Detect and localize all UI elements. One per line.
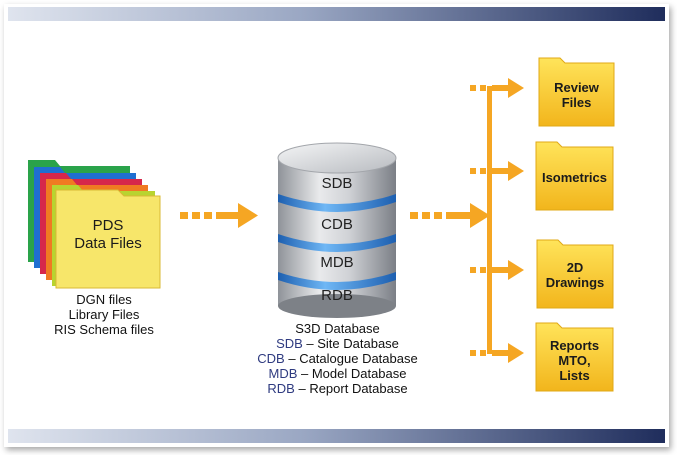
legend-item: RDB – Report Database [230, 381, 445, 396]
output-folder-reports-icon [535, 322, 614, 392]
db-layer-rdb: RDB [321, 287, 353, 304]
source-caption-line: DGN files [76, 292, 132, 307]
output-label-review: Review Files [554, 80, 599, 110]
legend-text: – Catalogue Database [284, 351, 418, 366]
pds-folders-icon [28, 160, 161, 289]
source-caption-line: RIS Schema files [54, 322, 154, 337]
source-caption: DGN files Library Files RIS Schema files [34, 292, 174, 337]
arrow-to-outputs [410, 203, 490, 228]
legend-abbr: CDB [257, 351, 285, 366]
branch-arrows [470, 78, 524, 363]
legend-item: SDB – Site Database [230, 336, 445, 351]
legend-text: – Report Database [294, 381, 408, 396]
output-trunk-line [487, 86, 492, 354]
top-banner-bar [8, 7, 665, 21]
source-caption-line: Library Files [68, 307, 140, 322]
legend-abbr: RDB [267, 381, 295, 396]
legend-item: MDB – Model Database [230, 366, 445, 381]
arrow-to-database [180, 203, 258, 228]
legend-text: – Site Database [302, 336, 399, 351]
output-folder-review-icon [538, 57, 615, 127]
bottom-banner-bar [8, 429, 665, 443]
output-label-isometrics: Isometrics [541, 170, 608, 185]
db-layer-cdb: CDB [321, 216, 353, 233]
legend-text: – Model Database [297, 366, 407, 381]
output-label-reports: Reports MTO, Lists [549, 338, 600, 383]
legend-abbr: SDB [276, 336, 303, 351]
legend-abbr: MDB [268, 366, 298, 381]
db-layer-mdb: MDB [320, 254, 354, 271]
output-label-2d-drawings: 2D Drawings [545, 260, 605, 290]
database-title: S3D Database [295, 321, 380, 336]
legend-item: CDB – Catalogue Database [230, 351, 445, 366]
db-layer-sdb: SDB [321, 175, 353, 192]
pds-folder-label: PDS Data Files [74, 217, 142, 252]
database-icon [277, 142, 397, 318]
output-folder-2d-drawings-icon [536, 239, 614, 309]
output-folder-isometrics-icon [535, 141, 614, 211]
database-legend: S3D Database SDB – Site Database CDB – C… [230, 321, 445, 396]
